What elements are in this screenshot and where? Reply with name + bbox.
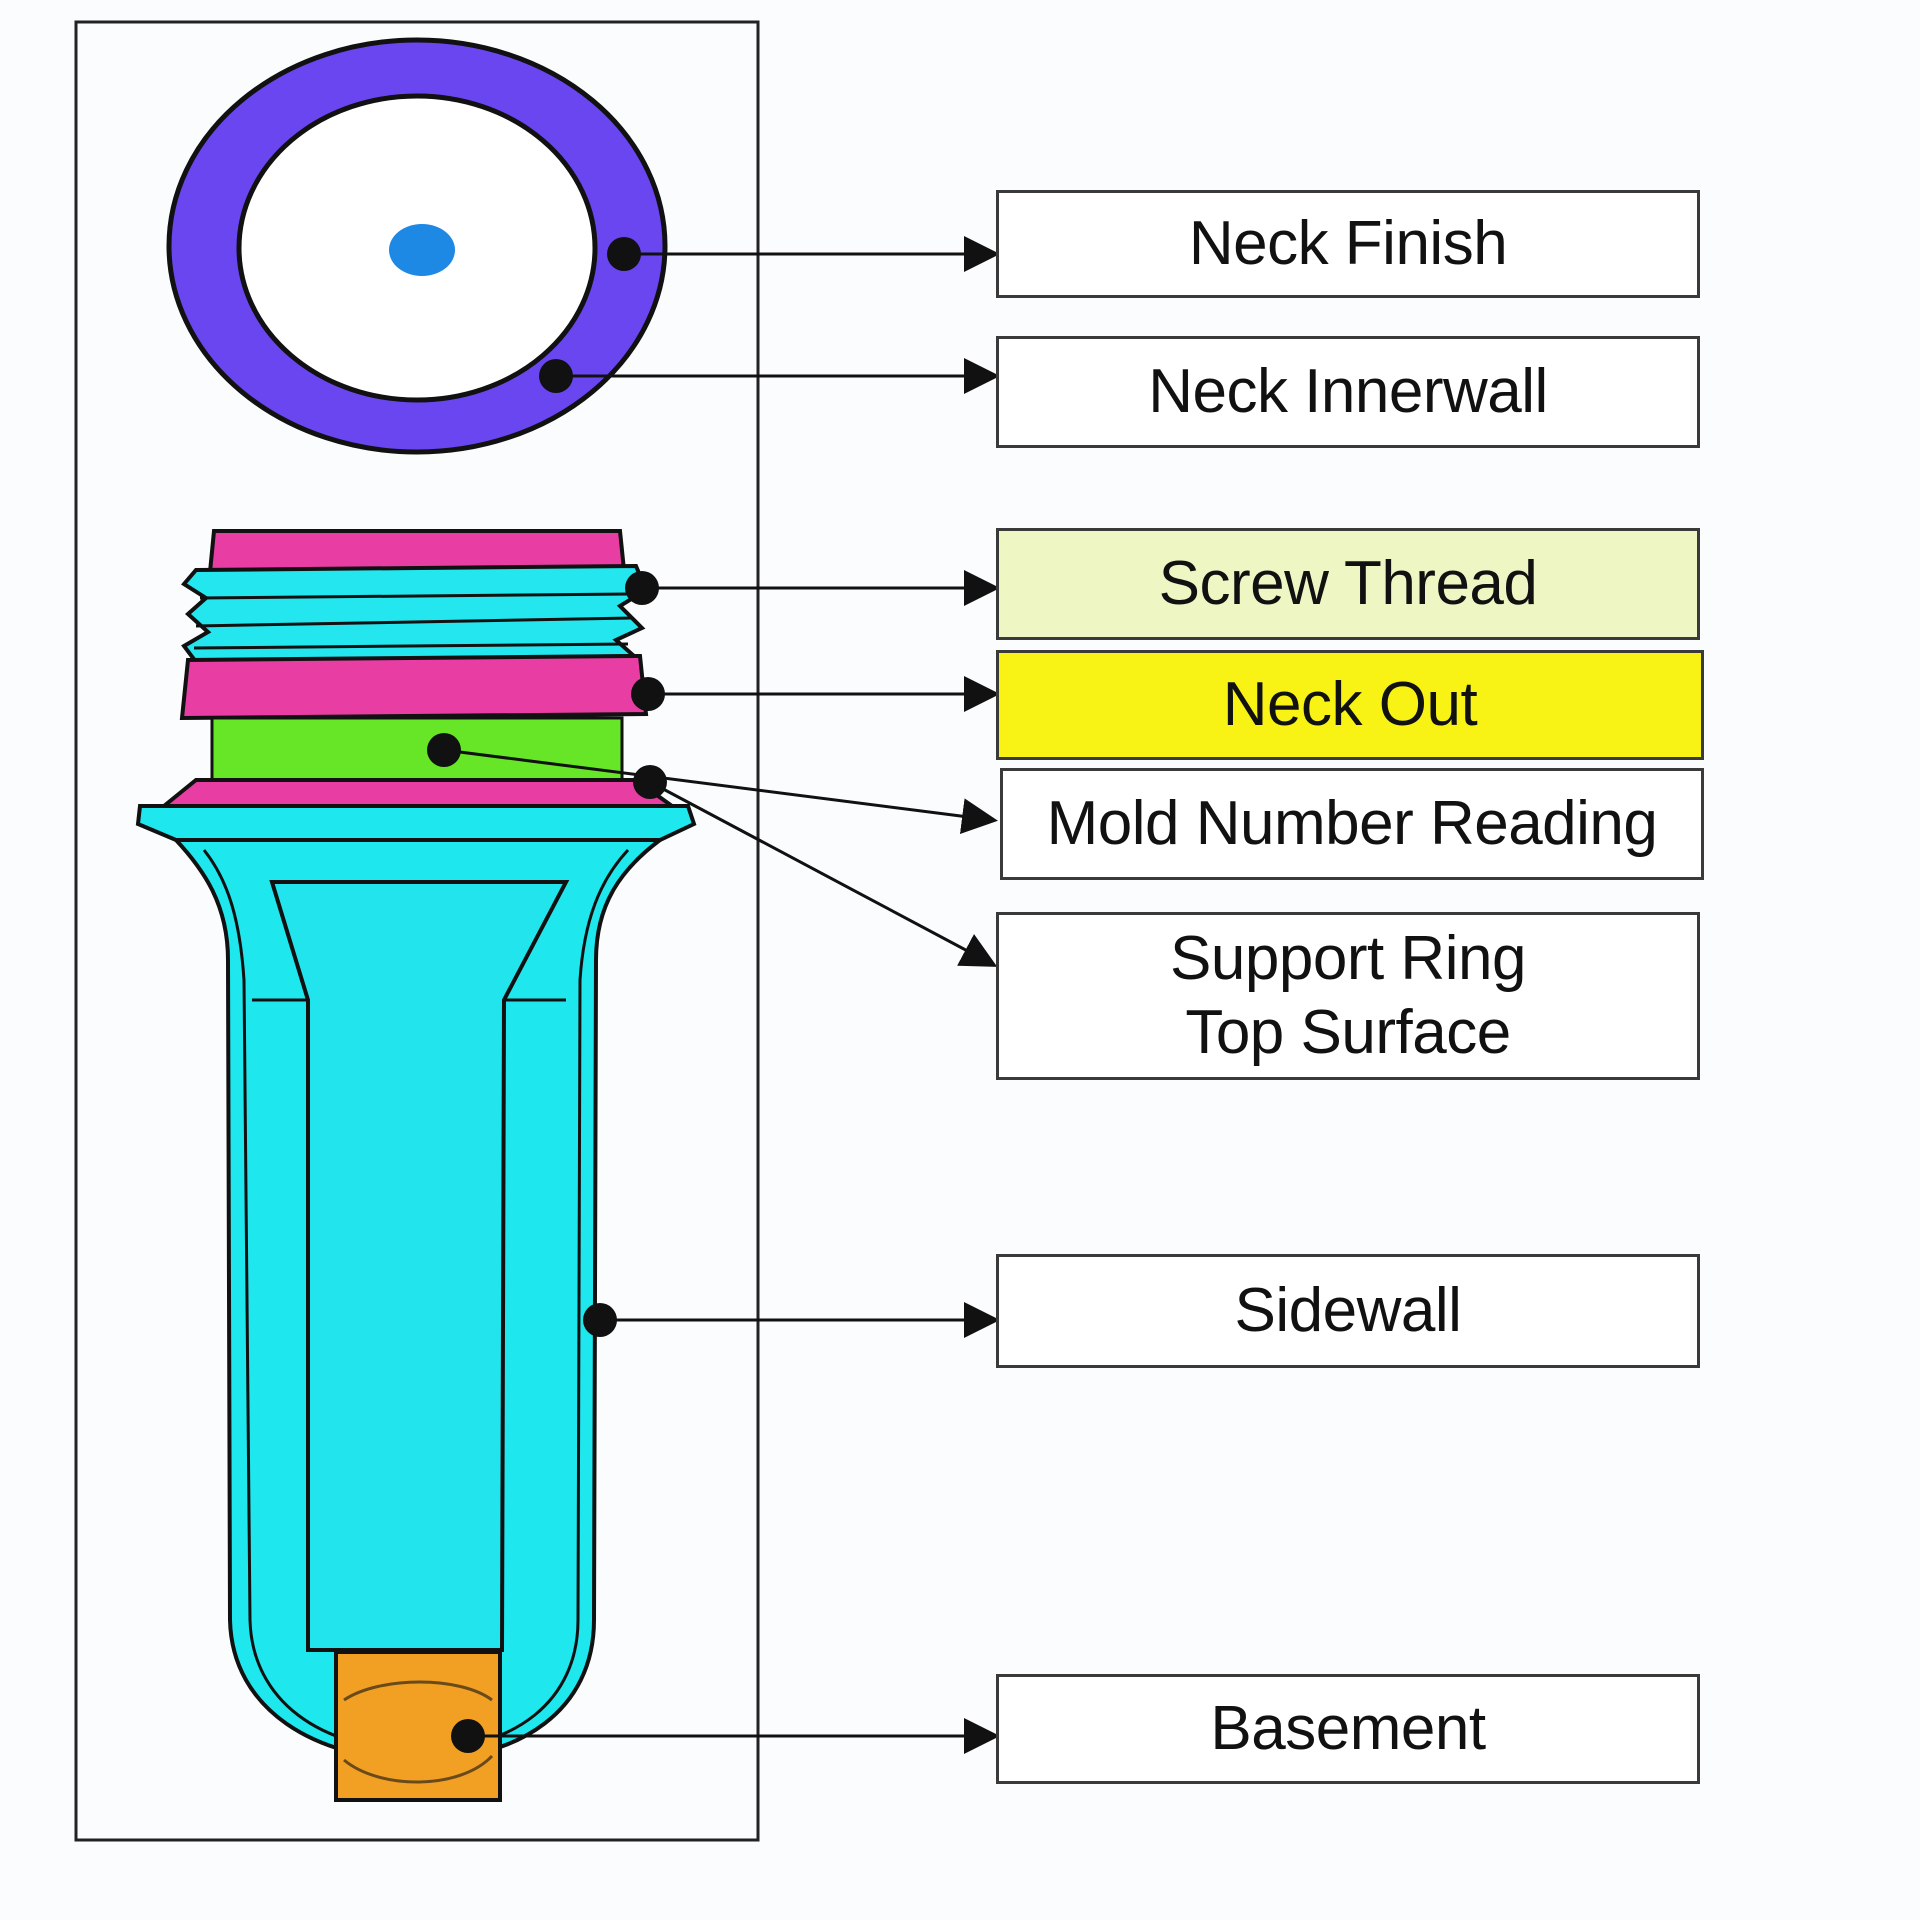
- basement-detail: [343, 1680, 494, 1784]
- label-neck-innerwall-text: Neck Innerwall: [1148, 356, 1548, 426]
- label-neck-finish: Neck Finish: [996, 190, 1700, 298]
- dot-neck-finish: [607, 237, 641, 271]
- thread-line-2: [195, 616, 633, 628]
- gate-center-dot: [389, 224, 455, 276]
- label-sidewall-text: Sidewall: [1234, 1275, 1462, 1345]
- label-basement-text: Basement: [1210, 1693, 1486, 1763]
- label-neck-innerwall: Neck Innerwall: [996, 336, 1700, 448]
- label-basement: Basement: [996, 1674, 1700, 1784]
- preform-side-view: [135, 529, 697, 1802]
- dot-screw-thread: [625, 571, 659, 605]
- support-ring-flange: [135, 804, 697, 842]
- dot-neck-innerwall: [539, 359, 573, 393]
- neck-green-section: [210, 716, 624, 782]
- label-sidewall: Sidewall: [996, 1254, 1700, 1368]
- dot-basement: [451, 1719, 485, 1753]
- anchor-dots: [427, 237, 667, 1753]
- dot-sidewall: [583, 1303, 617, 1337]
- thread-line-3: [193, 642, 629, 650]
- label-support-ring-top-surface-text: Support Ring Top Surface: [1170, 923, 1526, 1067]
- leader-lines: [443, 236, 1000, 1754]
- leader-support-ring: [649, 780, 998, 967]
- dot-mold-number: [427, 733, 461, 767]
- label-screw-thread: Screw Thread: [996, 528, 1700, 640]
- dot-neck-out: [631, 677, 665, 711]
- thread-line-1: [199, 592, 631, 600]
- label-screw-thread-text: Screw Thread: [1158, 548, 1538, 618]
- label-support-ring-top-surface: Support Ring Top Surface: [996, 912, 1700, 1080]
- label-mold-number-reading: Mold Number Reading: [1000, 768, 1704, 880]
- label-neck-out-text: Neck Out: [1222, 669, 1478, 739]
- basement-block: [334, 1650, 502, 1802]
- neck-top-view: [166, 37, 668, 455]
- neck-out-band: [179, 653, 649, 721]
- dot-support-ring: [633, 765, 667, 799]
- label-mold-number-reading-text: Mold Number Reading: [1046, 788, 1658, 858]
- support-ring: [158, 778, 679, 808]
- preform-frame: [74, 20, 760, 1842]
- leader-mold-number: [443, 748, 998, 835]
- label-neck-finish-text: Neck Finish: [1188, 208, 1508, 278]
- label-neck-out: Neck Out: [996, 650, 1704, 760]
